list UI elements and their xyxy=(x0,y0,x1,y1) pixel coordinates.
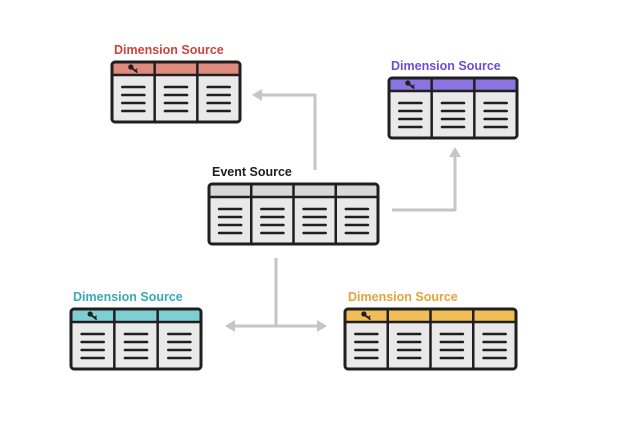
table-border xyxy=(207,182,380,246)
arrowhead-icon xyxy=(449,147,461,157)
dimension-table xyxy=(343,307,518,371)
table-header xyxy=(389,78,517,91)
event-table xyxy=(207,182,380,246)
key-icon xyxy=(128,64,138,73)
event-source-label: Event Source xyxy=(212,165,292,179)
table-border xyxy=(387,76,519,140)
table-header xyxy=(71,309,201,322)
arrowhead-icon xyxy=(225,320,235,332)
connectors xyxy=(225,89,461,332)
arrowhead-icon xyxy=(252,89,262,101)
arrowhead-icon xyxy=(317,320,327,332)
dimension-source-top-left: Dimension Source xyxy=(110,43,242,124)
key-icon xyxy=(361,311,371,320)
key-icon xyxy=(405,80,415,89)
dimension-source-label: Dimension Source xyxy=(348,290,458,304)
dimension-table xyxy=(69,307,203,371)
table-body xyxy=(112,62,240,122)
table-border xyxy=(69,307,203,371)
dimension-source-label: Dimension Source xyxy=(73,290,183,304)
connector-to-bottom xyxy=(231,258,321,328)
connector-to-top-right xyxy=(392,153,457,212)
connector-to-top-left xyxy=(258,93,317,170)
event-source: Event Source xyxy=(207,165,380,246)
table-body xyxy=(389,78,517,138)
table-border xyxy=(110,60,242,124)
table-body xyxy=(71,309,201,369)
dimension-table xyxy=(110,60,242,124)
dimension-source-bottom-right: Dimension Source xyxy=(343,290,518,371)
dimension-source-label: Dimension Source xyxy=(114,43,224,57)
table-header xyxy=(112,62,240,75)
table-border xyxy=(343,307,518,371)
dimension-source-label: Dimension Source xyxy=(391,59,501,73)
dimension-table xyxy=(387,76,519,140)
key-icon xyxy=(87,311,98,320)
dimension-source-top-right: Dimension Source xyxy=(387,59,519,140)
dimension-source-bottom-left: Dimension Source xyxy=(69,290,203,371)
